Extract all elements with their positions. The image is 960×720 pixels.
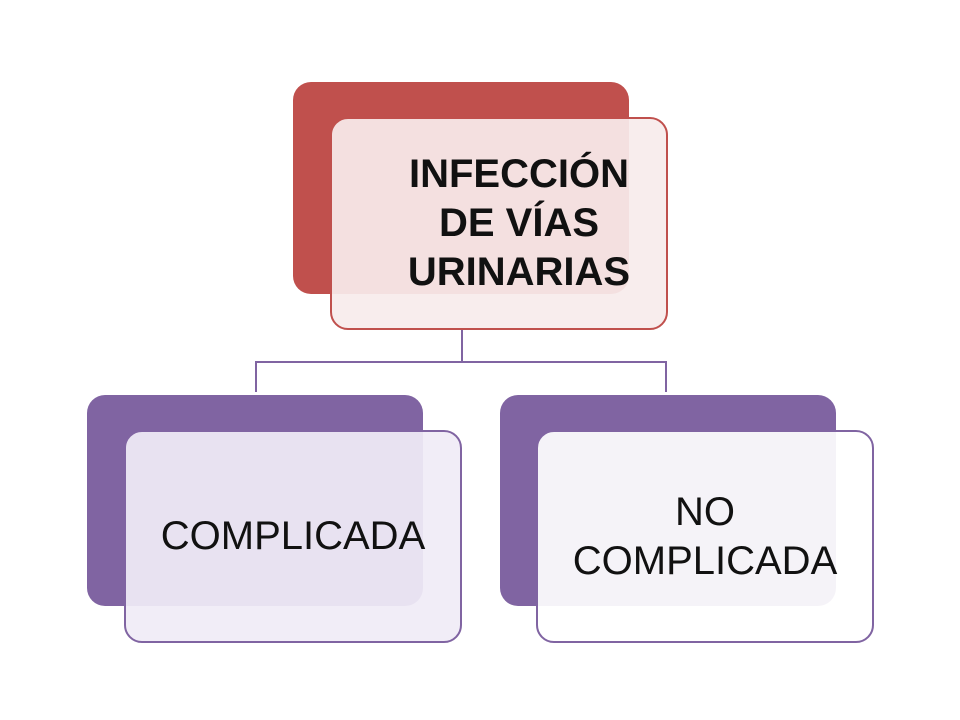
- child-node-label: COMPLICADA: [160, 514, 426, 559]
- root-node-label: INFECCIÓN DE VÍAS URINARIAS: [407, 152, 631, 294]
- connector-line: [255, 361, 667, 392]
- child-node-label: NO COMPLICADA: [572, 489, 838, 583]
- root-node: INFECCIÓN DE VÍAS URINARIAS: [330, 117, 668, 330]
- child-node-complicada: COMPLICADA: [124, 430, 462, 643]
- child-node-no-complicada: NO COMPLICADA: [536, 430, 874, 643]
